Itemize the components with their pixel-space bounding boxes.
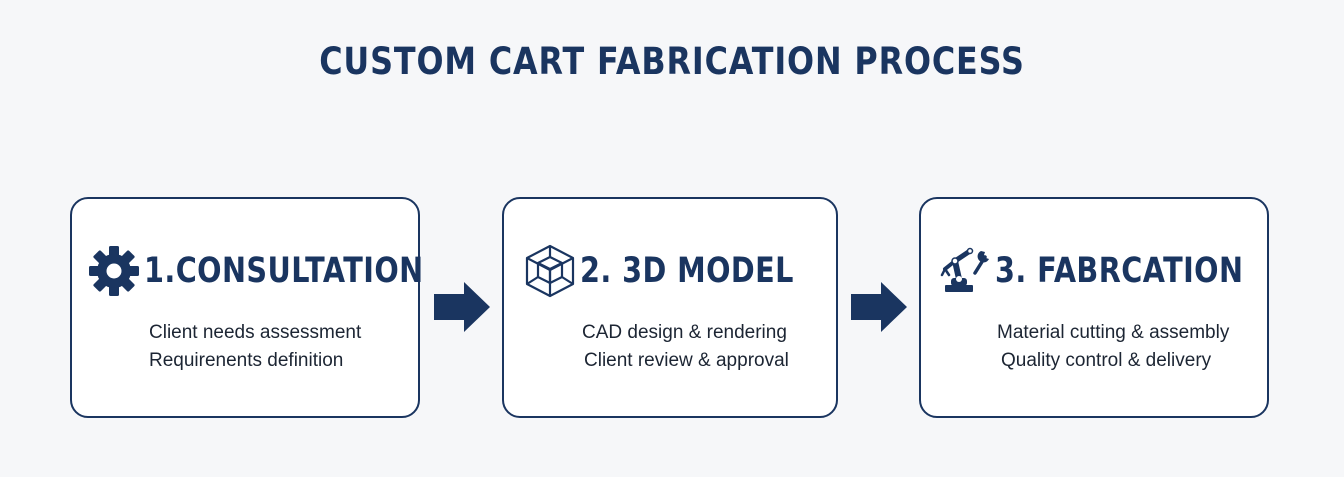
gear-icon (86, 243, 142, 299)
step-description: Client needs assessment Requirenents def… (72, 319, 495, 375)
step-line: Requirenents definition (149, 350, 344, 371)
step-line: Material cutting & assembly (997, 322, 1230, 343)
step-description: Material cutting & assembly Quality cont… (921, 319, 1343, 375)
right-arrow-icon (434, 282, 490, 332)
page-title: CUSTOM CART FABRICATION PROCESS (319, 40, 1025, 83)
step-title: 1.CONSULTATION (144, 251, 424, 291)
step-header: 2. 3D MODEL (522, 243, 841, 299)
step-card-3d-model: 2. 3D MODEL CAD design & rendering Clien… (502, 197, 838, 418)
step-title: 2. 3D MODEL (580, 251, 794, 291)
step-line: Quality control & delivery (1001, 350, 1212, 371)
step-line: CAD design & rendering (582, 322, 787, 343)
step-header: 1.CONSULTATION (86, 243, 485, 299)
right-arrow-icon (851, 282, 907, 332)
step-header: 3. FABRCATION (937, 243, 1298, 299)
step-line: Client needs assessment (149, 322, 362, 343)
step-card-fabrication: 3. FABRCATION Material cutting & assembl… (919, 197, 1269, 418)
step-description: CAD design & rendering Client review & a… (504, 319, 914, 375)
cube-wireframe-icon (522, 243, 578, 299)
step-title: 3. FABRCATION (995, 251, 1244, 291)
robotic-arm-icon (937, 243, 993, 299)
step-card-consultation: 1.CONSULTATION Client needs assessment R… (70, 197, 423, 418)
step-line: Client review & approval (584, 350, 789, 371)
